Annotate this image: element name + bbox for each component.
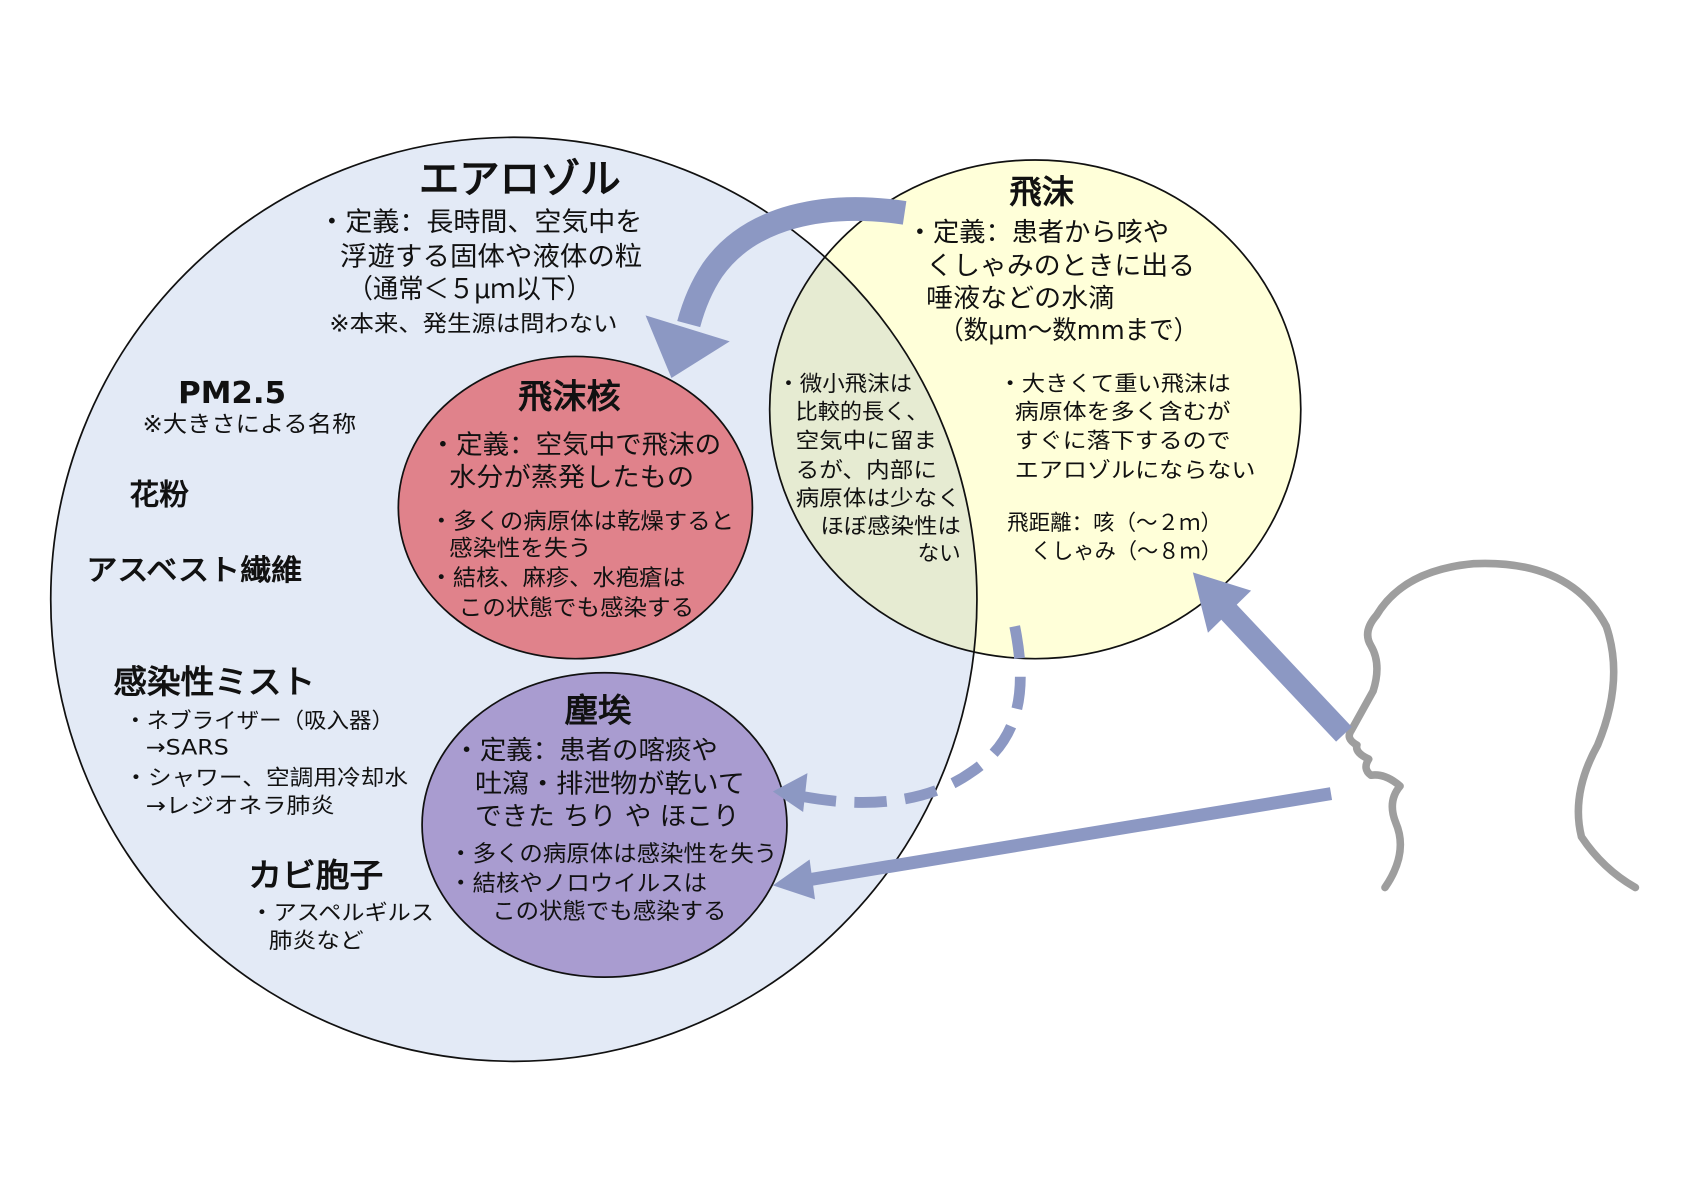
pm25-title: PM2.5 (178, 376, 286, 411)
droplet-nuclei-note-line-3: ・結核、麻疹、水疱瘡は (430, 565, 686, 591)
arrow-droplet-to-dust-dashed (772, 625, 1026, 812)
aerosol-title: エアロゾル (419, 156, 621, 202)
infectious-mist-line-3: ・シャワー、空調用冷却水 (124, 766, 408, 791)
droplet-title: 飛沫 (1009, 173, 1074, 211)
aerosol-definition-line-1: ・定義：長時間、空気中を (318, 207, 642, 238)
droplet-nuclei-note-line-1: ・多くの病原体は乾燥すると (430, 509, 734, 535)
arrow-droplet-to-nuclei (645, 197, 907, 379)
small-droplets-line-5: 病原体は少なく (796, 486, 961, 511)
dust-definition-line-3: できた ちり や ほこり (475, 802, 739, 832)
aerosol-definition-line-3: （通常＜５μｍ以下） (348, 274, 592, 305)
dust-definition-line-2: 吐瀉・排泄物が乾いて (475, 770, 745, 800)
arrow-person-to-dust-head (772, 859, 816, 900)
mold-spores-line-1: ・アスペルギルス (250, 901, 434, 926)
aerosol-definition-line-2: 浮遊する固体や液体の粒 (340, 242, 642, 273)
droplet-definition-line-3: 唾液などの水滴 (926, 284, 1115, 314)
pm25-note: ※大きさによる名称 (142, 412, 356, 438)
large-droplets-line-1: ・大きくて重い飛沫は (999, 372, 1231, 397)
infectious-mist-line-4: →レジオネラ肺炎 (146, 794, 335, 819)
mold-spores-line-2: 肺炎など (269, 929, 364, 954)
droplet-nuclei-title: 飛沫核 (518, 377, 621, 416)
dust-note-line-3: この状態でも感染する (492, 899, 726, 925)
infectious-mist-line-2: →SARS (146, 736, 229, 761)
droplet-circle-outline (768, 159, 1302, 660)
arrow-droplet-to-dust-shaft (803, 625, 1026, 808)
arrow-droplet-to-nuclei-head (645, 315, 730, 379)
aerosol-circle-outline (49, 136, 978, 1063)
arrow-person-to-dust-shaft (806, 787, 1333, 887)
arrow-droplet-to-dust-head (772, 773, 808, 812)
droplet-definition-line-4: （数μm〜数mmまで） (939, 316, 1198, 346)
droplet-definition-line-1: ・定義：患者から咳や (907, 218, 1169, 248)
arrow-person-to-droplet (1192, 572, 1352, 742)
droplet-nuclei-definition-line-1: ・定義：空気中で飛沫の (430, 431, 721, 461)
small-droplets-line-1: ・微小飛沫は (777, 372, 912, 397)
person-head-silhouette (1345, 559, 1640, 892)
infectious-mist-title: 感染性ミスト (113, 663, 315, 701)
asbestos-title: アスベスト繊維 (86, 553, 302, 587)
droplet-nuclei-note-line-4: この状態でも感染する (459, 596, 694, 622)
infectious-mist-line-1: ・ネブライザー（吸入器） (124, 709, 394, 734)
large-droplets-line-3: すぐに落下するので (1015, 429, 1231, 454)
arrow-person-to-droplet-head (1192, 572, 1252, 633)
droplet-definition-line-2: くしゃみのときに出る (926, 251, 1195, 281)
small-droplets-line-3: 空気中に留ま (796, 429, 937, 454)
mold-spores-title: カビ胞子 (248, 856, 383, 894)
droplet-nuclei-note-line-2: 感染性を失う (449, 536, 591, 562)
arrow-person-to-dust (772, 787, 1333, 900)
arrow-droplet-to-nuclei-shaft (677, 197, 907, 328)
large-droplets-line-2: 病原体を多く含むが (1015, 400, 1231, 425)
small-droplets-line-2: 比較的長く、 (796, 400, 929, 425)
dust-note-line-2: ・結核やノロウイルスは (449, 871, 707, 897)
dust-definition-line-1: ・定義：患者の喀痰や (453, 736, 717, 766)
large-droplets-line-4: エアロゾルにならない (1015, 458, 1256, 483)
pollen-title: 花粉 (130, 477, 189, 511)
aerosol-note: ※本来、発生源は問わない (329, 312, 617, 338)
droplet-distance-cough: 飛距離：咳（～２ｍ） (1007, 511, 1222, 536)
dust-note-line-1: ・多くの病原体は感染性を失う (449, 842, 777, 868)
dust-title: 塵埃 (565, 691, 633, 729)
droplet-distance-sneeze: くしゃみ（～８ｍ） (1031, 539, 1222, 564)
arrow-person-to-droplet-shaft (1214, 597, 1352, 742)
small-droplets-line-4: るが、内部に (796, 458, 937, 483)
droplet-nuclei-definition-line-2: 水分が蒸発したもの (449, 463, 694, 493)
droplet-nuclei-ellipse (397, 355, 754, 660)
small-droplets-line-6: ほぼ感染性は (820, 514, 960, 539)
dust-ellipse (421, 671, 788, 979)
small-droplets-line-7: ない (918, 541, 961, 566)
